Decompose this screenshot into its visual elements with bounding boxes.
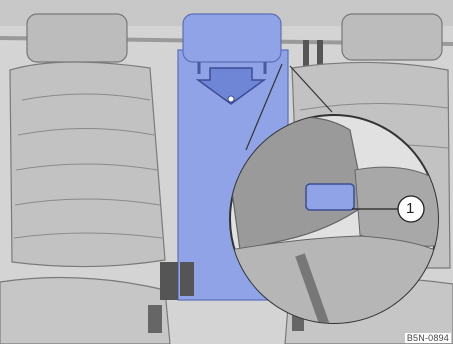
- seat-belt-buckle: [180, 262, 194, 296]
- seat-belt-buckle: [160, 262, 178, 300]
- seat-belt-latch: [148, 305, 162, 333]
- left-headrest: [27, 14, 127, 62]
- left-seat-cushion: [0, 278, 170, 344]
- release-lever-highlight: [306, 184, 354, 210]
- center-headrest-highlight: [183, 14, 281, 62]
- right-headrest: [342, 14, 442, 60]
- callout-number: 1: [406, 200, 414, 217]
- reference-code: B5N-0894: [405, 333, 451, 343]
- release-button-dot: [228, 96, 234, 102]
